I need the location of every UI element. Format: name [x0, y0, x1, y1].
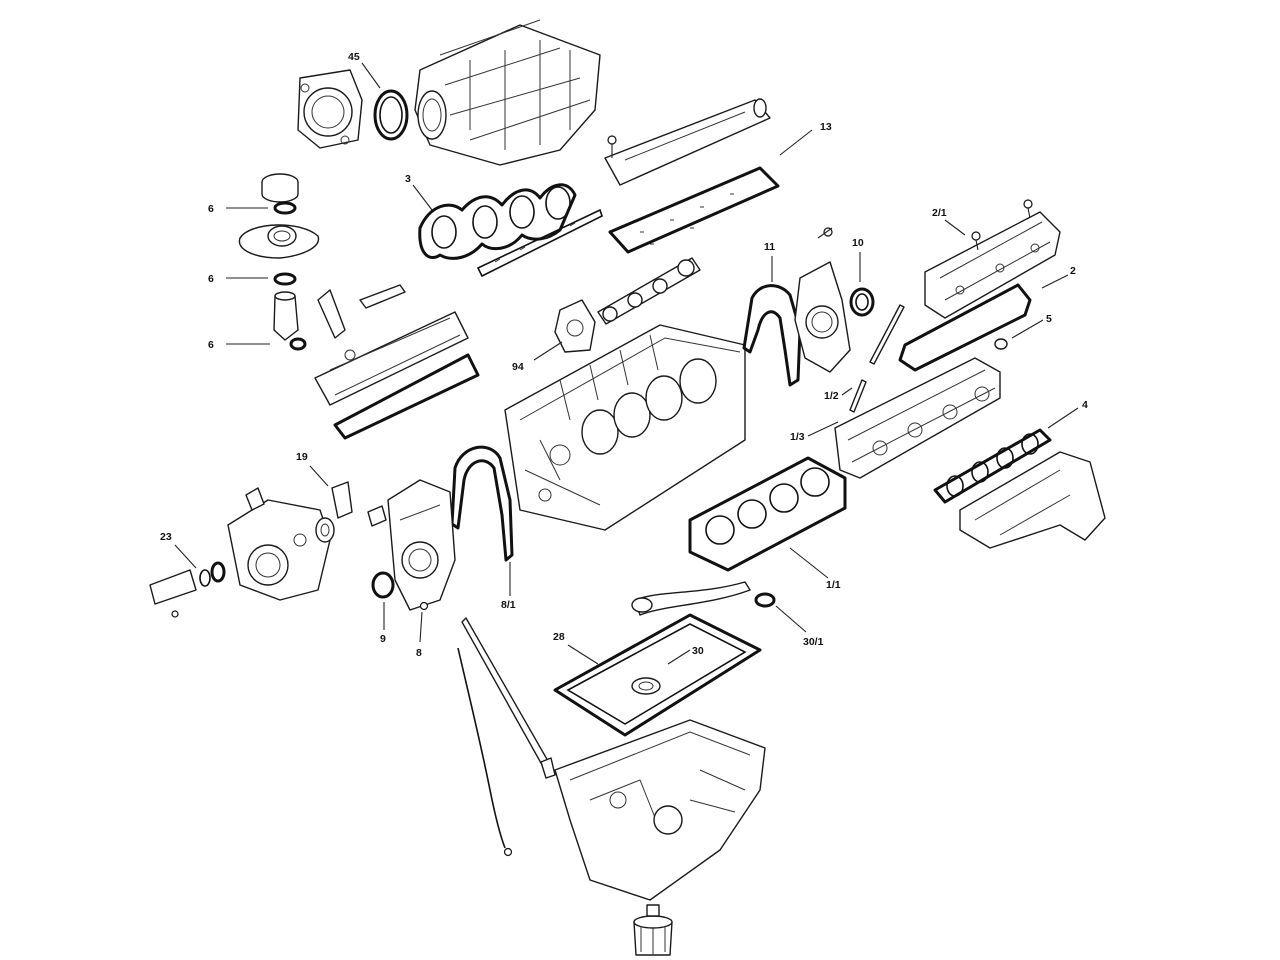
callout-10: 10	[852, 237, 864, 249]
callout-2: 2	[1070, 265, 1076, 277]
head-bolt-short	[849, 379, 867, 413]
engine-block	[504, 324, 746, 531]
valley-cover-plate	[604, 98, 771, 186]
cam-sensor-seal	[367, 505, 387, 527]
callout-labels: 45 13 3 6 6 6 2/1 11 10 2 5 94 1/2 1/3 4…	[160, 51, 1088, 659]
camshaft	[597, 257, 701, 325]
callout-30: 30	[692, 645, 704, 657]
front-cover-bolt	[419, 601, 429, 611]
callout-1-2: 1/2	[824, 390, 839, 402]
valve-cover-gasket-right	[898, 283, 1032, 372]
exhaust-manifold	[959, 451, 1106, 549]
oil-fill-flange	[238, 224, 320, 259]
oil-fill-cap	[261, 173, 299, 203]
o-ring-top	[273, 201, 297, 215]
callout-13: 13	[820, 121, 832, 133]
rear-main-seal-housing	[794, 227, 851, 373]
o-ring-bottom	[289, 337, 307, 351]
pcv-grommet	[994, 338, 1008, 350]
callout-5: 5	[1046, 313, 1052, 325]
callout-11: 11	[764, 241, 775, 253]
callout-8: 8	[416, 647, 422, 659]
callout-6-middle: 6	[208, 273, 214, 285]
callout-3: 3	[405, 173, 411, 185]
valve-cover-right	[924, 199, 1061, 319]
water-pump	[227, 487, 331, 601]
callout-23: 23	[160, 531, 172, 543]
oil-pan-gasket	[553, 613, 762, 737]
oil-pickup-tube	[631, 581, 751, 616]
callout-4: 4	[1082, 399, 1088, 411]
cylinder-head	[834, 357, 1001, 479]
callout-1-1: 1/1	[826, 579, 841, 591]
water-pump-pulley	[315, 517, 335, 543]
callout-28: 28	[553, 631, 565, 643]
valve-cover-gasket-left	[333, 353, 480, 440]
oil-pan	[554, 719, 766, 901]
intake-gasket-lower	[476, 208, 603, 278]
rear-cover-gasket	[742, 284, 802, 387]
dipstick-tube	[461, 617, 556, 779]
oil-fill-tube	[273, 291, 299, 341]
front-cover-gasket	[450, 445, 514, 562]
exhaust-manifold-gasket	[933, 428, 1052, 504]
oil-pan-baffle-seal	[631, 677, 661, 695]
throttle-body-seal	[373, 89, 409, 141]
front-crank-seal	[371, 571, 395, 599]
callout-6-top: 6	[208, 203, 214, 215]
callout-30-1: 30/1	[803, 636, 824, 648]
head-bolt-long	[869, 304, 905, 365]
throttle-body	[297, 69, 363, 149]
rear-main-seal	[849, 287, 875, 317]
valve-cover-left	[314, 284, 469, 406]
oil-pickup-o-ring	[754, 592, 776, 608]
thermostat-housing	[331, 481, 353, 519]
leader-lines	[174, 62, 1079, 665]
callout-9: 9	[380, 633, 386, 645]
valley-cover-gasket	[608, 166, 780, 254]
callout-94: 94	[512, 361, 524, 373]
callout-8-1: 8/1	[501, 599, 516, 611]
callout-19: 19	[296, 451, 308, 463]
callout-45: 45	[348, 51, 360, 63]
cylinder-head-gasket	[688, 456, 847, 572]
front-timing-cover	[387, 479, 456, 611]
callout-6-bottom: 6	[208, 339, 214, 351]
coolant-outlet	[149, 561, 226, 618]
oil-filter	[633, 904, 673, 956]
camshaft-thrust-plate	[554, 299, 596, 353]
callout-2-1: 2/1	[932, 207, 947, 219]
callout-1-3: 1/3	[790, 431, 805, 443]
intake-manifold	[414, 19, 601, 166]
intake-manifold-gasket	[418, 183, 577, 260]
o-ring-middle	[273, 272, 297, 286]
oil-dipstick	[457, 647, 513, 857]
